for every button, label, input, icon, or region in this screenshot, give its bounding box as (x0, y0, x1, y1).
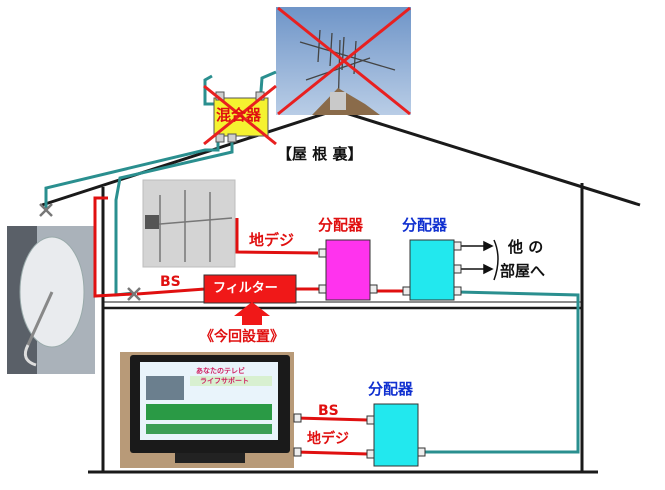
splitter-3-label: 分配器 (368, 380, 414, 398)
tv-input-jacks (293, 413, 302, 457)
bs-top-label: BS (160, 274, 181, 290)
splitter-1-label: 分配器 (318, 216, 364, 234)
television-photo (120, 352, 294, 468)
attic-label: 【屋 根 裏】 (277, 145, 363, 163)
new-install-arrow-icon (234, 302, 270, 325)
chideji-bottom-label: 地デジ (307, 431, 349, 447)
mixer-label: 混合器 (216, 106, 262, 124)
tv-screen-title-2: ライフサポート (200, 377, 249, 385)
x-mark-icons (39, 203, 141, 301)
removed-cross-antenna (277, 6, 411, 116)
splitter-2-box (402, 239, 462, 301)
filter-label: フィルター (213, 281, 278, 296)
other-rooms-line2: 部屋へ (500, 262, 546, 280)
removed-cross-mixer (203, 84, 277, 146)
bs-bottom-label: BS (318, 403, 339, 419)
other-rooms-line1: 他 の (508, 238, 544, 256)
red-cables (93, 196, 410, 456)
chideji-top-label: 地デジ (249, 231, 295, 249)
other-room-arrows (458, 239, 499, 281)
indoor-uhf-antenna-photo (142, 179, 236, 268)
bs-satellite-dish-photo (7, 226, 95, 374)
splitter-2-label: 分配器 (402, 216, 448, 234)
tv-screen-title-1: あなたのテレビ (196, 367, 245, 375)
filter-box (203, 274, 297, 304)
splitter-1-box (318, 239, 378, 301)
new-install-label: 《今回設置》 (200, 329, 284, 345)
splitter-3-box (366, 403, 426, 467)
